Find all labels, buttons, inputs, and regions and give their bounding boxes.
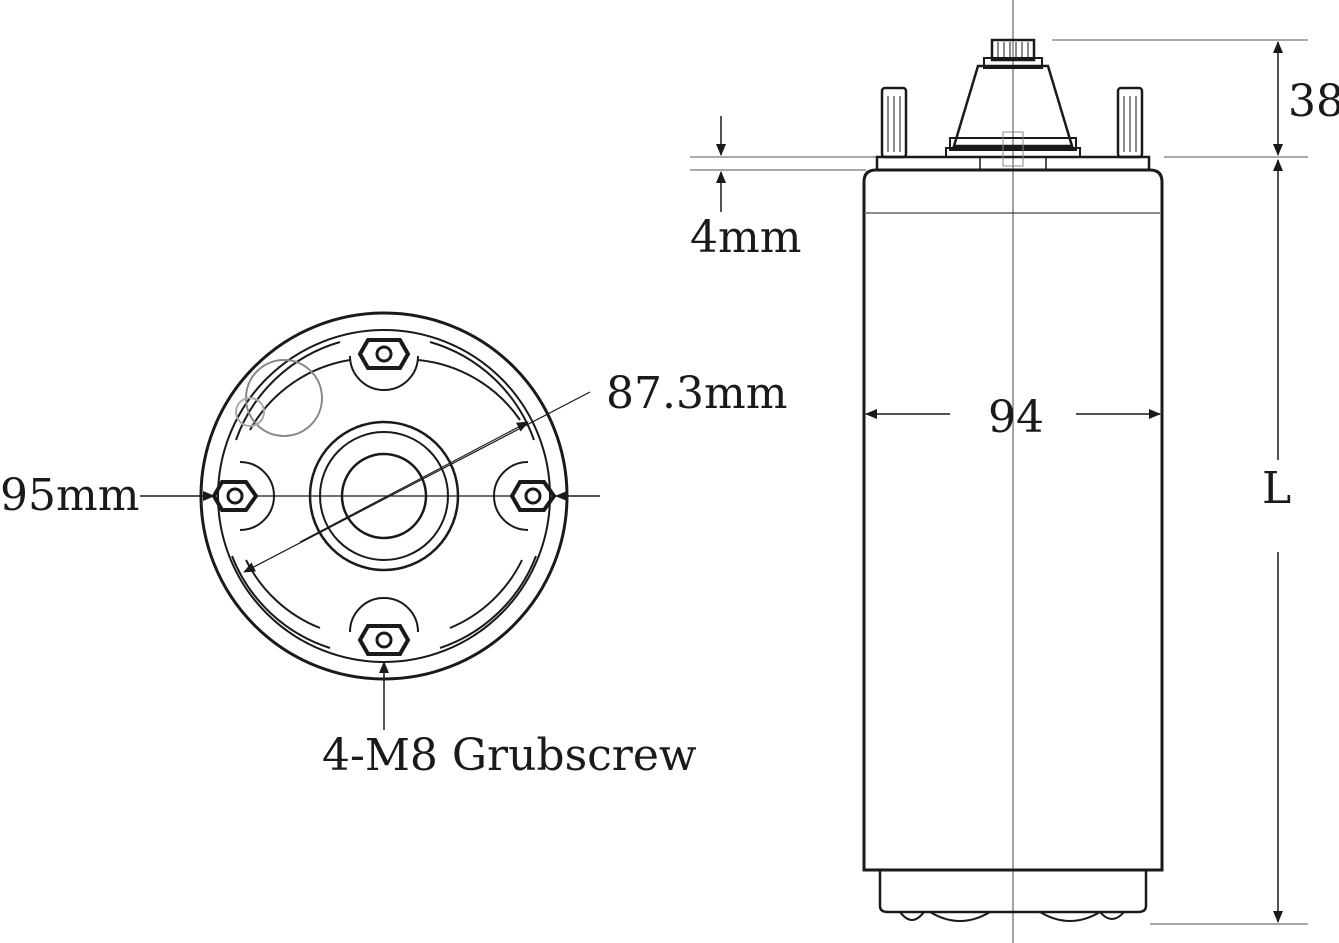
- grub-screw-bottom: [357, 624, 411, 656]
- shaft-cone: [952, 64, 1074, 148]
- bolt-circle-dimension: [243, 391, 591, 573]
- end-view: 87.3mm 95mm 4-M8 Grubscrew: [0, 311, 787, 781]
- cable-gland-small: [235, 397, 265, 427]
- shaft-spline: [990, 38, 1036, 62]
- side-view: 38 L 4mm 94: [690, 0, 1339, 943]
- stud-right: [1116, 86, 1144, 159]
- shaft-base-ring-2: [945, 147, 1081, 158]
- bottom-cap: [878, 870, 1148, 914]
- bolt-circle-dimension-end: [299, 421, 529, 543]
- bolt-circle-label: 87.3mm: [606, 368, 787, 419]
- outer-diameter-label: 95mm: [0, 470, 139, 521]
- bolt-pockets: [239, 355, 529, 633]
- motor-body: [862, 168, 1164, 872]
- groove-arcs: [231, 341, 537, 649]
- shaft-height-label: 38: [1288, 76, 1339, 127]
- grub-screw-right: [509, 480, 557, 512]
- length-label: L: [1262, 463, 1291, 514]
- bottom-cable-loops: [899, 911, 1125, 922]
- spline-teeth: [997, 42, 1029, 58]
- body-width-label: 94: [988, 392, 1044, 443]
- shaft-base-ring: [949, 137, 1077, 151]
- shaft-key: [1002, 131, 1024, 167]
- grub-screw-top: [357, 338, 411, 370]
- screw-label: 4-M8 Grubscrew: [322, 730, 697, 781]
- flange-thickness-label: 4mm: [690, 212, 801, 263]
- grub-screw-left: [211, 480, 259, 512]
- stud-left: [880, 86, 908, 159]
- shaft-collar: [983, 57, 1043, 69]
